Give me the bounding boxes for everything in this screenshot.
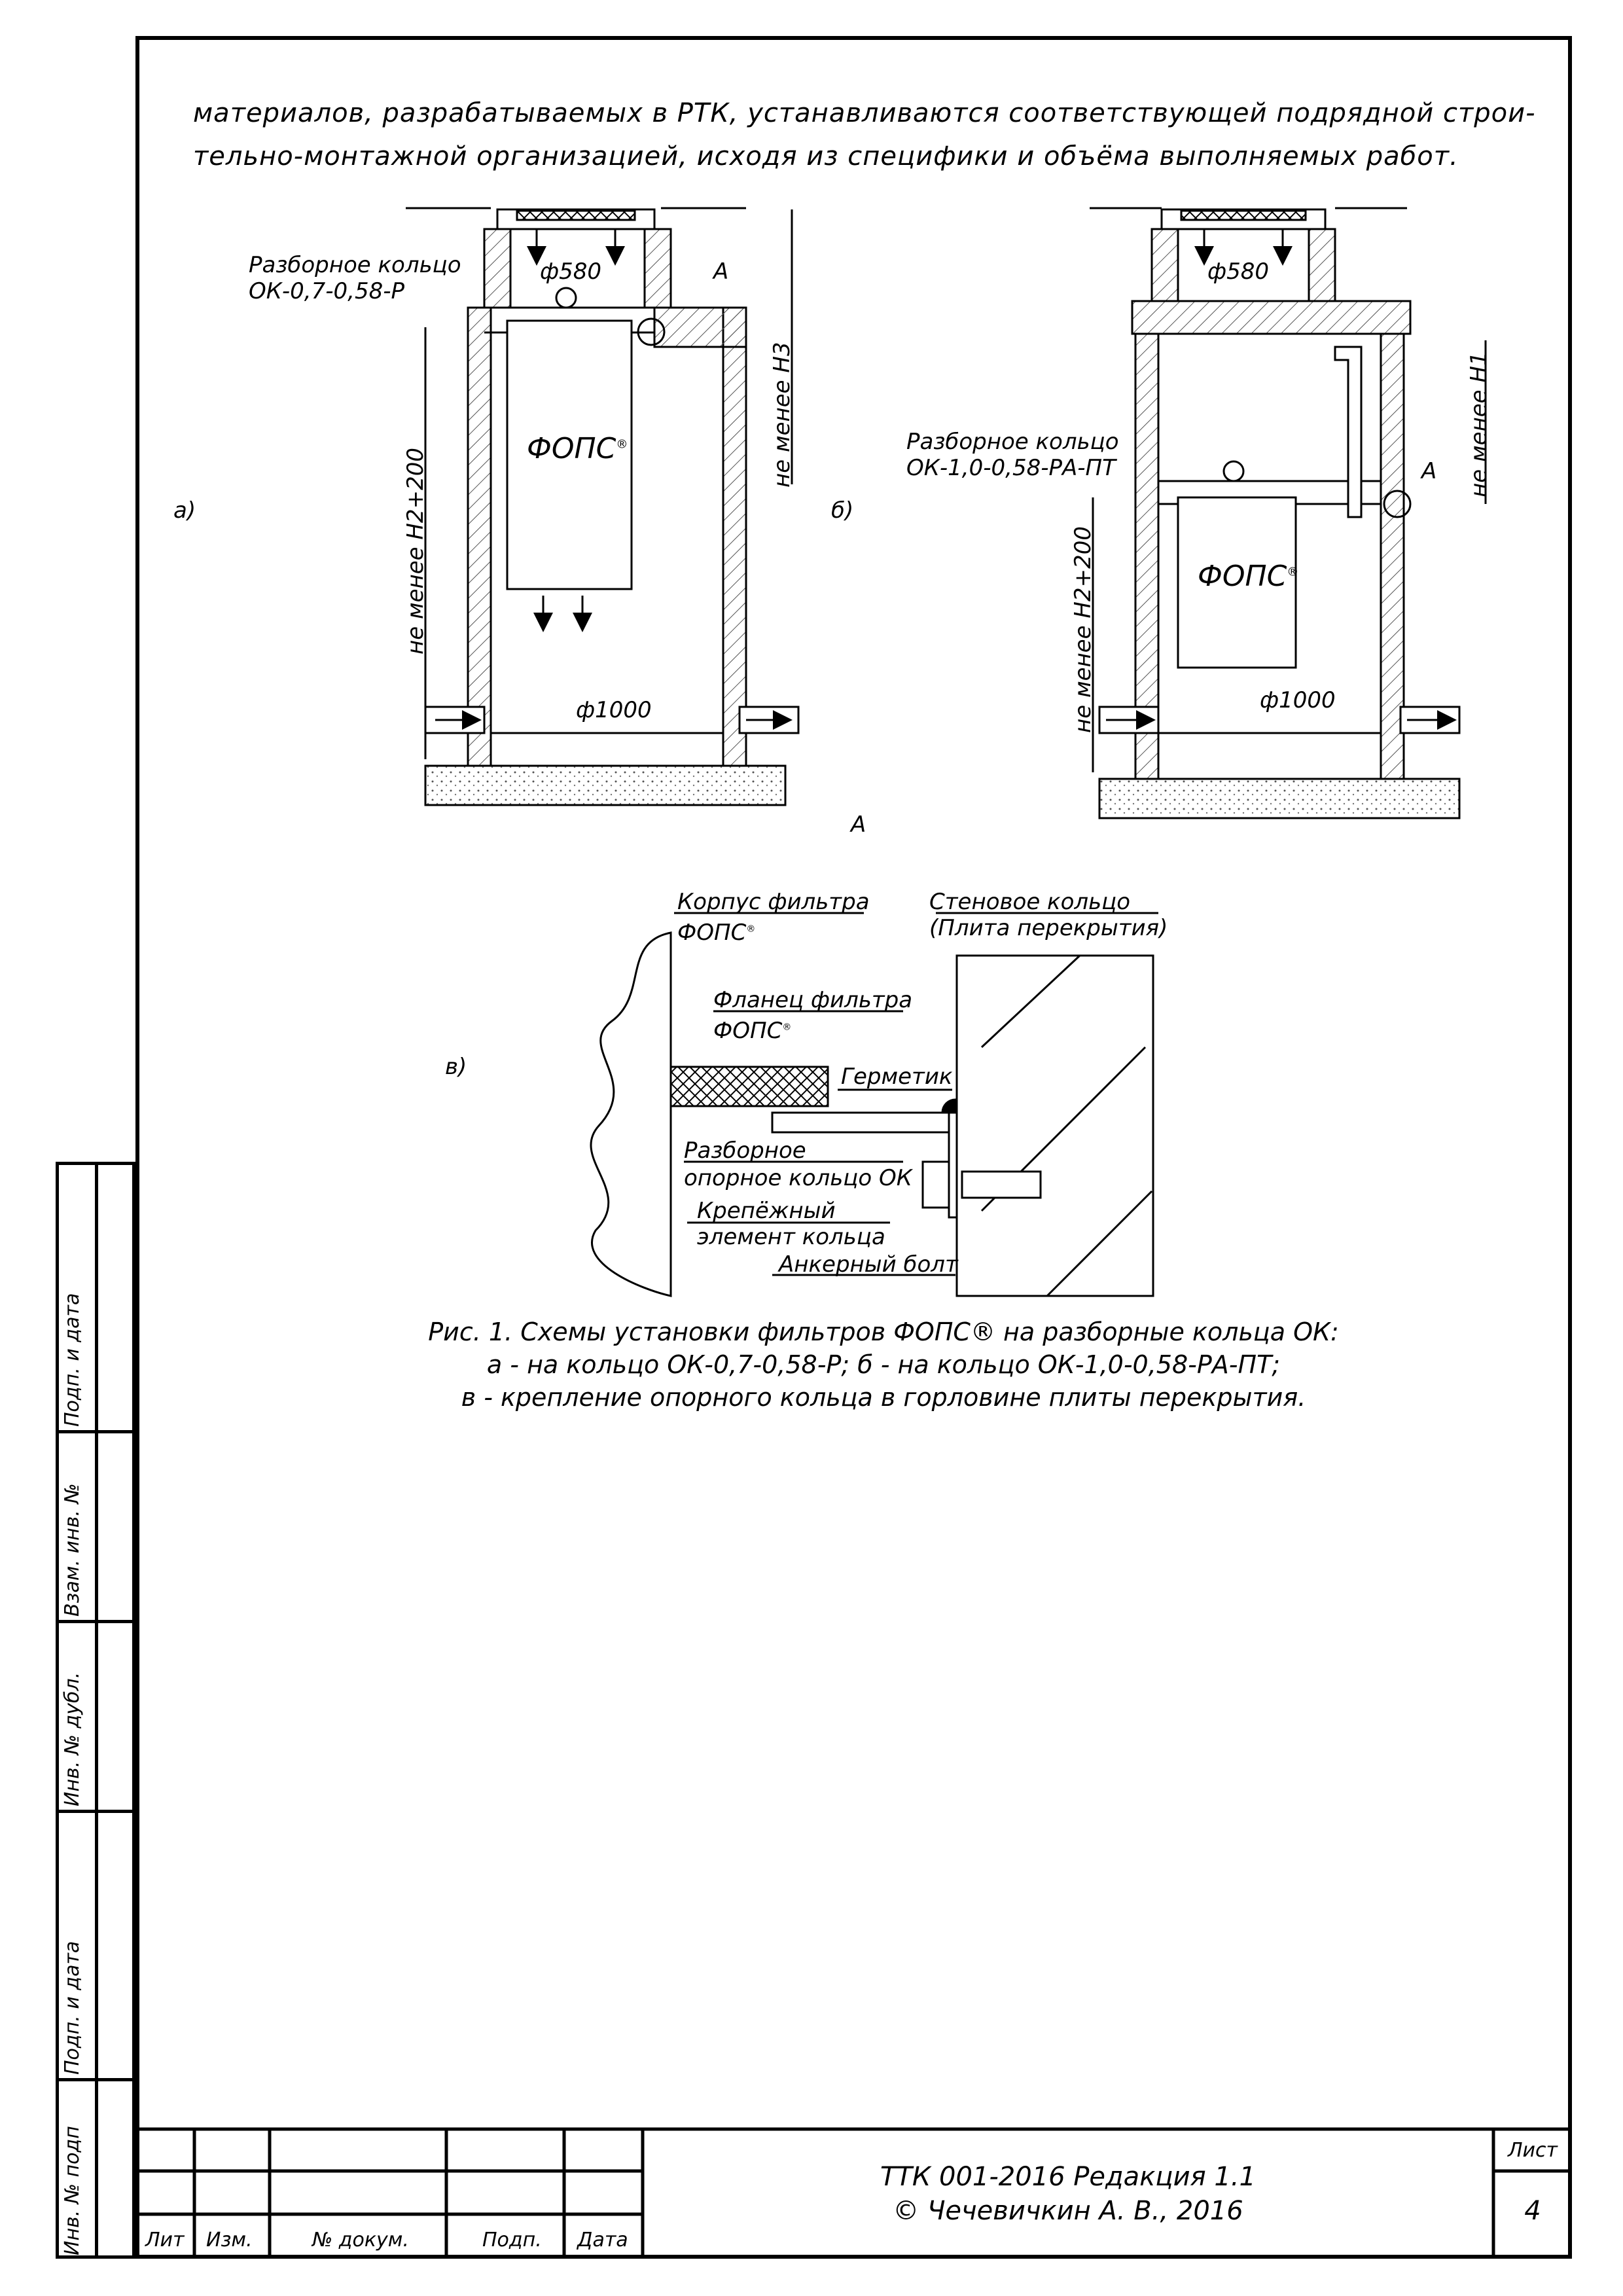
detail-bolt-label: Анкерный болт <box>779 1251 958 1278</box>
fig-b-d-top: ф580 <box>1207 259 1269 285</box>
detail-flange-label2: ФОПС <box>713 1018 783 1044</box>
side-cell-4: Подп. и дата <box>56 1810 135 2078</box>
fig-b-dim-right: не менее Н1 <box>1466 351 1492 497</box>
detail-wall-label: Стеновое кольцо <box>929 889 1131 915</box>
detail-body-label2: ФОПС <box>677 920 747 946</box>
intro-line-1: материалов, разрабатываемых в РТК, устан… <box>193 98 1536 128</box>
fig-a-dim-left: не менее Н2+200 <box>402 448 429 655</box>
detail-body-reg: ® <box>746 924 756 935</box>
tb-col-date: Дата <box>577 2229 628 2251</box>
detail-body-label-2: ФОПС® <box>677 920 755 946</box>
intro-text: материалов, разрабатываемых в РТК, устан… <box>193 92 1541 178</box>
tb-doc-line-2: © Чечевичкин А. В., 2016 <box>893 2196 1243 2226</box>
tb-document-title: ТТК 001-2016 Редакция 1.1 © Чечевичкин А… <box>643 2160 1493 2228</box>
fig-b-d-bottom: ф1000 <box>1260 687 1336 713</box>
side-cell-3-label: Инв. № дубл. <box>61 1672 84 1806</box>
tb-sheet-number: 4 <box>1524 2196 1541 2226</box>
fig-a-filter: ФОПС® <box>527 432 628 465</box>
side-cell-2-label: Взам. инв. № <box>61 1483 84 1617</box>
fig-b-dim-left: не менее Н2+200 <box>1070 526 1096 733</box>
fig-b-filter: ФОПС® <box>1198 560 1298 593</box>
fig-a-callout: А <box>713 259 729 285</box>
page-frame <box>135 36 1572 2259</box>
caption-line-2: а - на кольцо ОК-0,7-0,58-Р; б - на коль… <box>486 1350 1281 1379</box>
detail-fix-label-2: элемент кольца <box>697 1224 885 1250</box>
tb-sheet-label: Лист <box>1507 2139 1558 2162</box>
detail-fix-label: Крепёжный <box>697 1198 836 1224</box>
fig-b-ring-code: ОК-1,0-0,58-РА-ПТ <box>906 455 1116 481</box>
figure-b <box>1090 207 1487 819</box>
side-cell-1-label: Подп. и дата <box>61 1293 84 1427</box>
detail-wall-label-2: (Плита перекрытия) <box>929 915 1168 941</box>
side-cell-2: Взам. инв. № <box>56 1430 135 1620</box>
detail-ring-label: Разборное <box>684 1138 806 1164</box>
caption-line-1: Рис. 1. Схемы установки фильтров ФОПС® н… <box>428 1318 1339 1346</box>
side-cell-4-label: Подп. и дата <box>61 1941 84 2075</box>
tb-col-lit: Лит <box>145 2229 185 2251</box>
tb-doc-line-1: ТТК 001-2016 Редакция 1.1 <box>880 2162 1256 2192</box>
side-cell-5: Инв. № подп <box>56 2078 135 2259</box>
tb-col-doc: № докум. <box>312 2229 409 2251</box>
fig-a-filter-name: ФОПС <box>527 432 616 465</box>
detail-title: А <box>851 812 866 838</box>
fig-b-letter: б) <box>831 497 854 524</box>
title-block-grid <box>135 2127 1572 2259</box>
figure-a <box>406 207 800 806</box>
detail-ring-label-2: опорное кольцо ОК <box>684 1165 912 1191</box>
side-cell-1: Подп. и дата <box>56 1162 135 1430</box>
detail-flange-reg: ® <box>782 1022 792 1033</box>
side-cell-5-label: Инв. № подп <box>61 2126 84 2255</box>
fig-a-ring-label: Разборное кольцо <box>249 252 461 278</box>
fig-a-letter: а) <box>173 497 196 524</box>
detail-flange-label: Фланец фильтра <box>713 987 913 1013</box>
tb-col-sign: Подп. <box>482 2229 542 2251</box>
title-block: Лит Изм. № докум. Подп. Дата ТТК 001-201… <box>135 2127 1572 2259</box>
detail-letter: в) <box>445 1054 467 1080</box>
fig-a-filter-reg: ® <box>616 437 628 452</box>
fig-b-filter-reg: ® <box>1287 565 1299 579</box>
fig-a-ring-code: ОК-0,7-0,58-Р <box>249 278 404 304</box>
fig-a-dim-right: не менее Н3 <box>769 342 795 488</box>
fig-b-ring-label: Разборное кольцо <box>906 429 1119 455</box>
detail-sealant-label: Герметик <box>841 1064 953 1090</box>
detail-a <box>590 912 1158 1297</box>
fig-a-d-bottom: ф1000 <box>576 697 652 723</box>
fig-b-filter-name: ФОПС <box>1198 560 1287 593</box>
fig-b-callout: А <box>1421 458 1437 484</box>
fig-a-d-top: ф580 <box>540 259 601 285</box>
side-stamp: Подп. и дата Взам. инв. № Инв. № дубл. П… <box>56 1162 135 2259</box>
figure-caption: Рис. 1. Схемы установки фильтров ФОПС® н… <box>327 1316 1440 1414</box>
caption-line-3: в - крепление опорного кольца в горловин… <box>461 1383 1306 1412</box>
detail-flange-label-2: ФОПС® <box>713 1018 791 1044</box>
intro-line-2: тельно-монтажной организацией, исходя из… <box>193 141 1459 171</box>
tb-col-izm: Изм. <box>206 2229 253 2251</box>
side-cell-3: Инв. № дубл. <box>56 1620 135 1810</box>
detail-body-label: Корпус фильтра <box>677 889 870 915</box>
